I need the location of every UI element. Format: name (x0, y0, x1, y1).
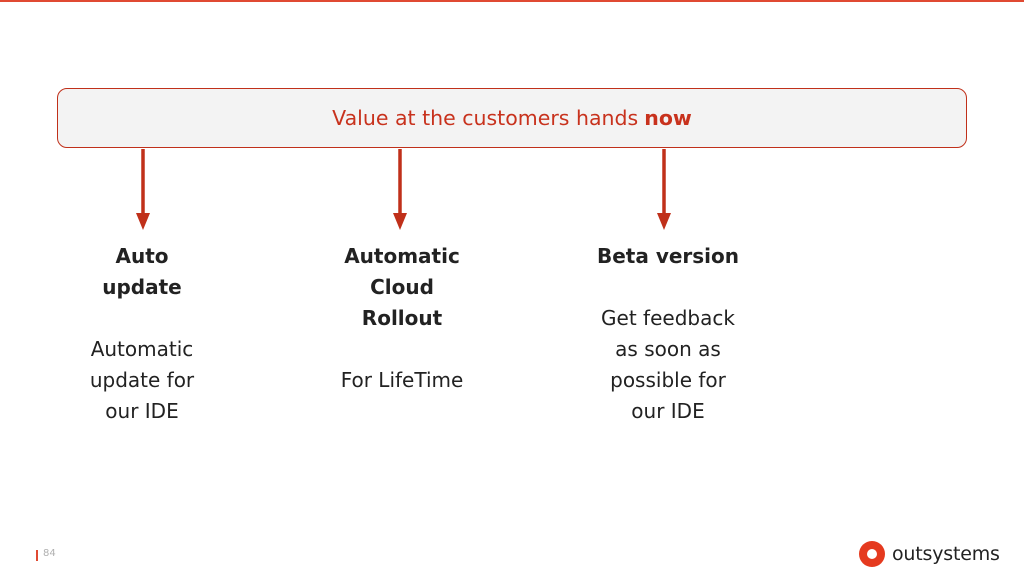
logo-text: outsystems (892, 543, 1000, 565)
column-spacer (62, 303, 222, 334)
column-heading: Auto update (62, 241, 222, 303)
column-spacer (322, 334, 482, 365)
heading-line: Automatic (344, 244, 460, 268)
arrow-cloud-rollout (393, 149, 407, 230)
column-auto-update: Auto update Automatic update for our IDE (62, 241, 222, 427)
column-body: Get feedback as soon as possible for our… (578, 303, 758, 427)
outsystems-logo: outsystems (858, 540, 1000, 568)
outsystems-logo-icon (859, 541, 885, 567)
column-beta-version: Beta version Get feedback as soon as pos… (578, 241, 758, 427)
top-accent-rule (0, 0, 1024, 2)
column-body: Automatic update for our IDE (62, 334, 222, 427)
body-line: Automatic (90, 337, 194, 361)
body-line: possible for (610, 368, 726, 392)
arrow-auto-update (136, 149, 150, 230)
body-line: our IDE (105, 399, 179, 423)
banner-emphasis: now (644, 106, 692, 130)
body-line: Get feedback (601, 306, 735, 330)
heading-line: update (102, 275, 182, 299)
heading-line: Beta version (596, 244, 740, 268)
footer-accent-bar (36, 550, 38, 561)
column-heading: Beta version (578, 241, 758, 272)
arrow-beta-version (657, 149, 671, 230)
body-line: as soon as (615, 337, 721, 361)
heading-line: Cloud (370, 275, 434, 299)
column-heading: Automatic Cloud Rollout (322, 241, 482, 334)
column-cloud-rollout: Automatic Cloud Rollout For LifeTime (322, 241, 482, 396)
column-body: For LifeTime (322, 365, 482, 396)
body-line: For LifeTime (340, 368, 464, 392)
heading-line: Auto (115, 244, 169, 268)
body-line: our IDE (631, 399, 705, 423)
value-banner: Value at the customers hands now (57, 88, 967, 148)
column-spacer (578, 272, 758, 303)
body-line: update for (89, 368, 195, 392)
page-number: 84 (43, 548, 56, 559)
heading-line: Rollout (361, 306, 443, 330)
banner-text: Value at the customers hands (332, 106, 639, 130)
